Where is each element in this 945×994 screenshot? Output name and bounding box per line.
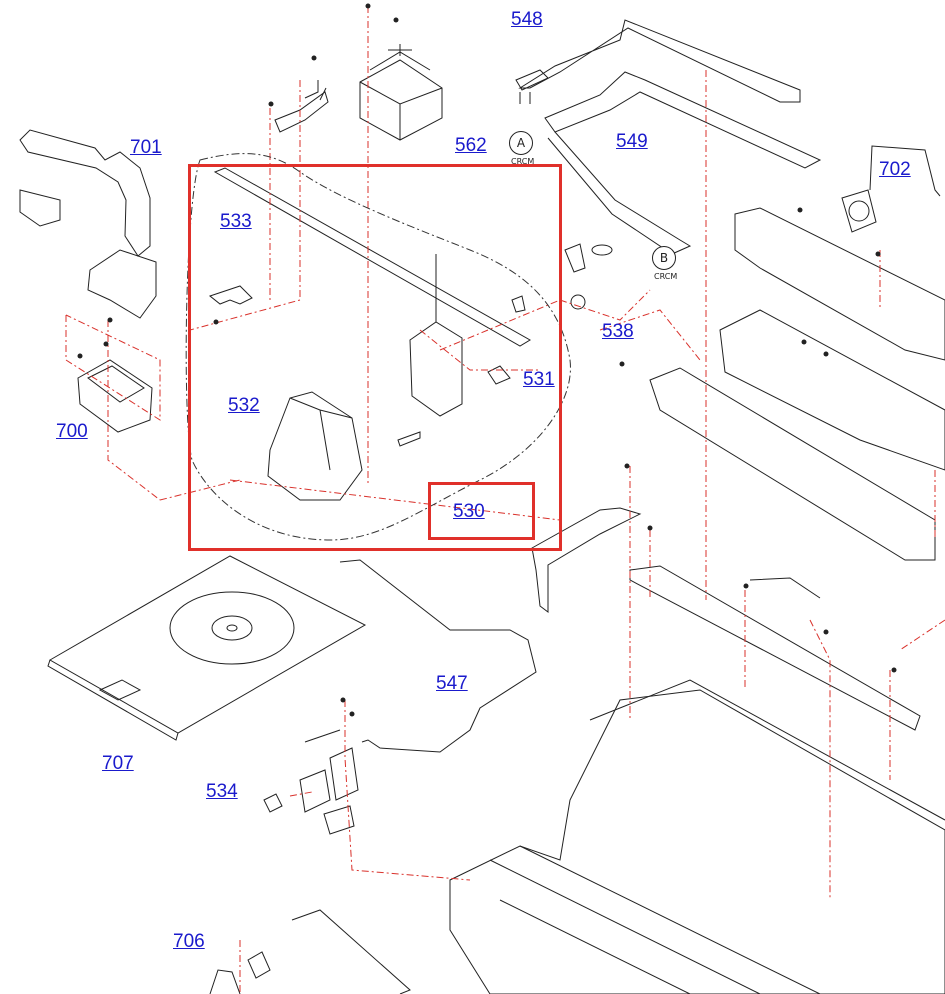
highlight-box-530-assembly xyxy=(188,164,562,551)
part-link-549[interactable]: 549 xyxy=(616,131,648,152)
part-link-702[interactable]: 702 xyxy=(879,159,911,180)
cable-547 xyxy=(339,507,642,753)
part-link-548[interactable]: 548 xyxy=(511,9,543,30)
flat-cable-548 xyxy=(515,19,801,104)
flat-cable-549 xyxy=(544,71,822,255)
part-link-538[interactable]: 538 xyxy=(602,321,634,342)
callout-b-circle: B xyxy=(652,246,676,270)
part-562-box xyxy=(359,44,443,141)
highlight-box-530-label xyxy=(428,482,535,540)
part-link-700[interactable]: 700 xyxy=(56,421,88,442)
part-706-bracket xyxy=(209,909,411,994)
part-link-531[interactable]: 531 xyxy=(523,369,555,390)
part-link-534[interactable]: 534 xyxy=(206,781,238,802)
part-link-562[interactable]: 562 xyxy=(455,135,487,156)
part-link-706[interactable]: 706 xyxy=(173,931,205,952)
part-link-701[interactable]: 701 xyxy=(130,137,162,158)
frame-right xyxy=(649,207,945,561)
bracket-upper xyxy=(274,80,329,133)
part-link-707[interactable]: 707 xyxy=(102,753,134,774)
tray-707 xyxy=(47,555,367,741)
part-534-holder xyxy=(263,729,359,835)
callout-b-sub: CRCM xyxy=(654,272,678,281)
main-unit-lower xyxy=(449,565,945,994)
assembly-530 xyxy=(208,167,531,501)
callout-a-circle: A xyxy=(509,131,533,155)
part-700-board xyxy=(77,359,153,433)
part-link-530[interactable]: 530 xyxy=(453,501,485,522)
part-link-533[interactable]: 533 xyxy=(220,211,252,232)
fan-702 xyxy=(841,145,941,233)
callout-a-sub: CRCM xyxy=(511,157,535,166)
part-link-547[interactable]: 547 xyxy=(436,673,468,694)
small-parts-538-531 xyxy=(487,243,613,385)
group-outline-530 xyxy=(185,153,571,541)
leader-lines xyxy=(65,6,945,994)
cable-701 xyxy=(19,129,157,319)
screws xyxy=(77,3,897,717)
part-link-532[interactable]: 532 xyxy=(228,395,260,416)
